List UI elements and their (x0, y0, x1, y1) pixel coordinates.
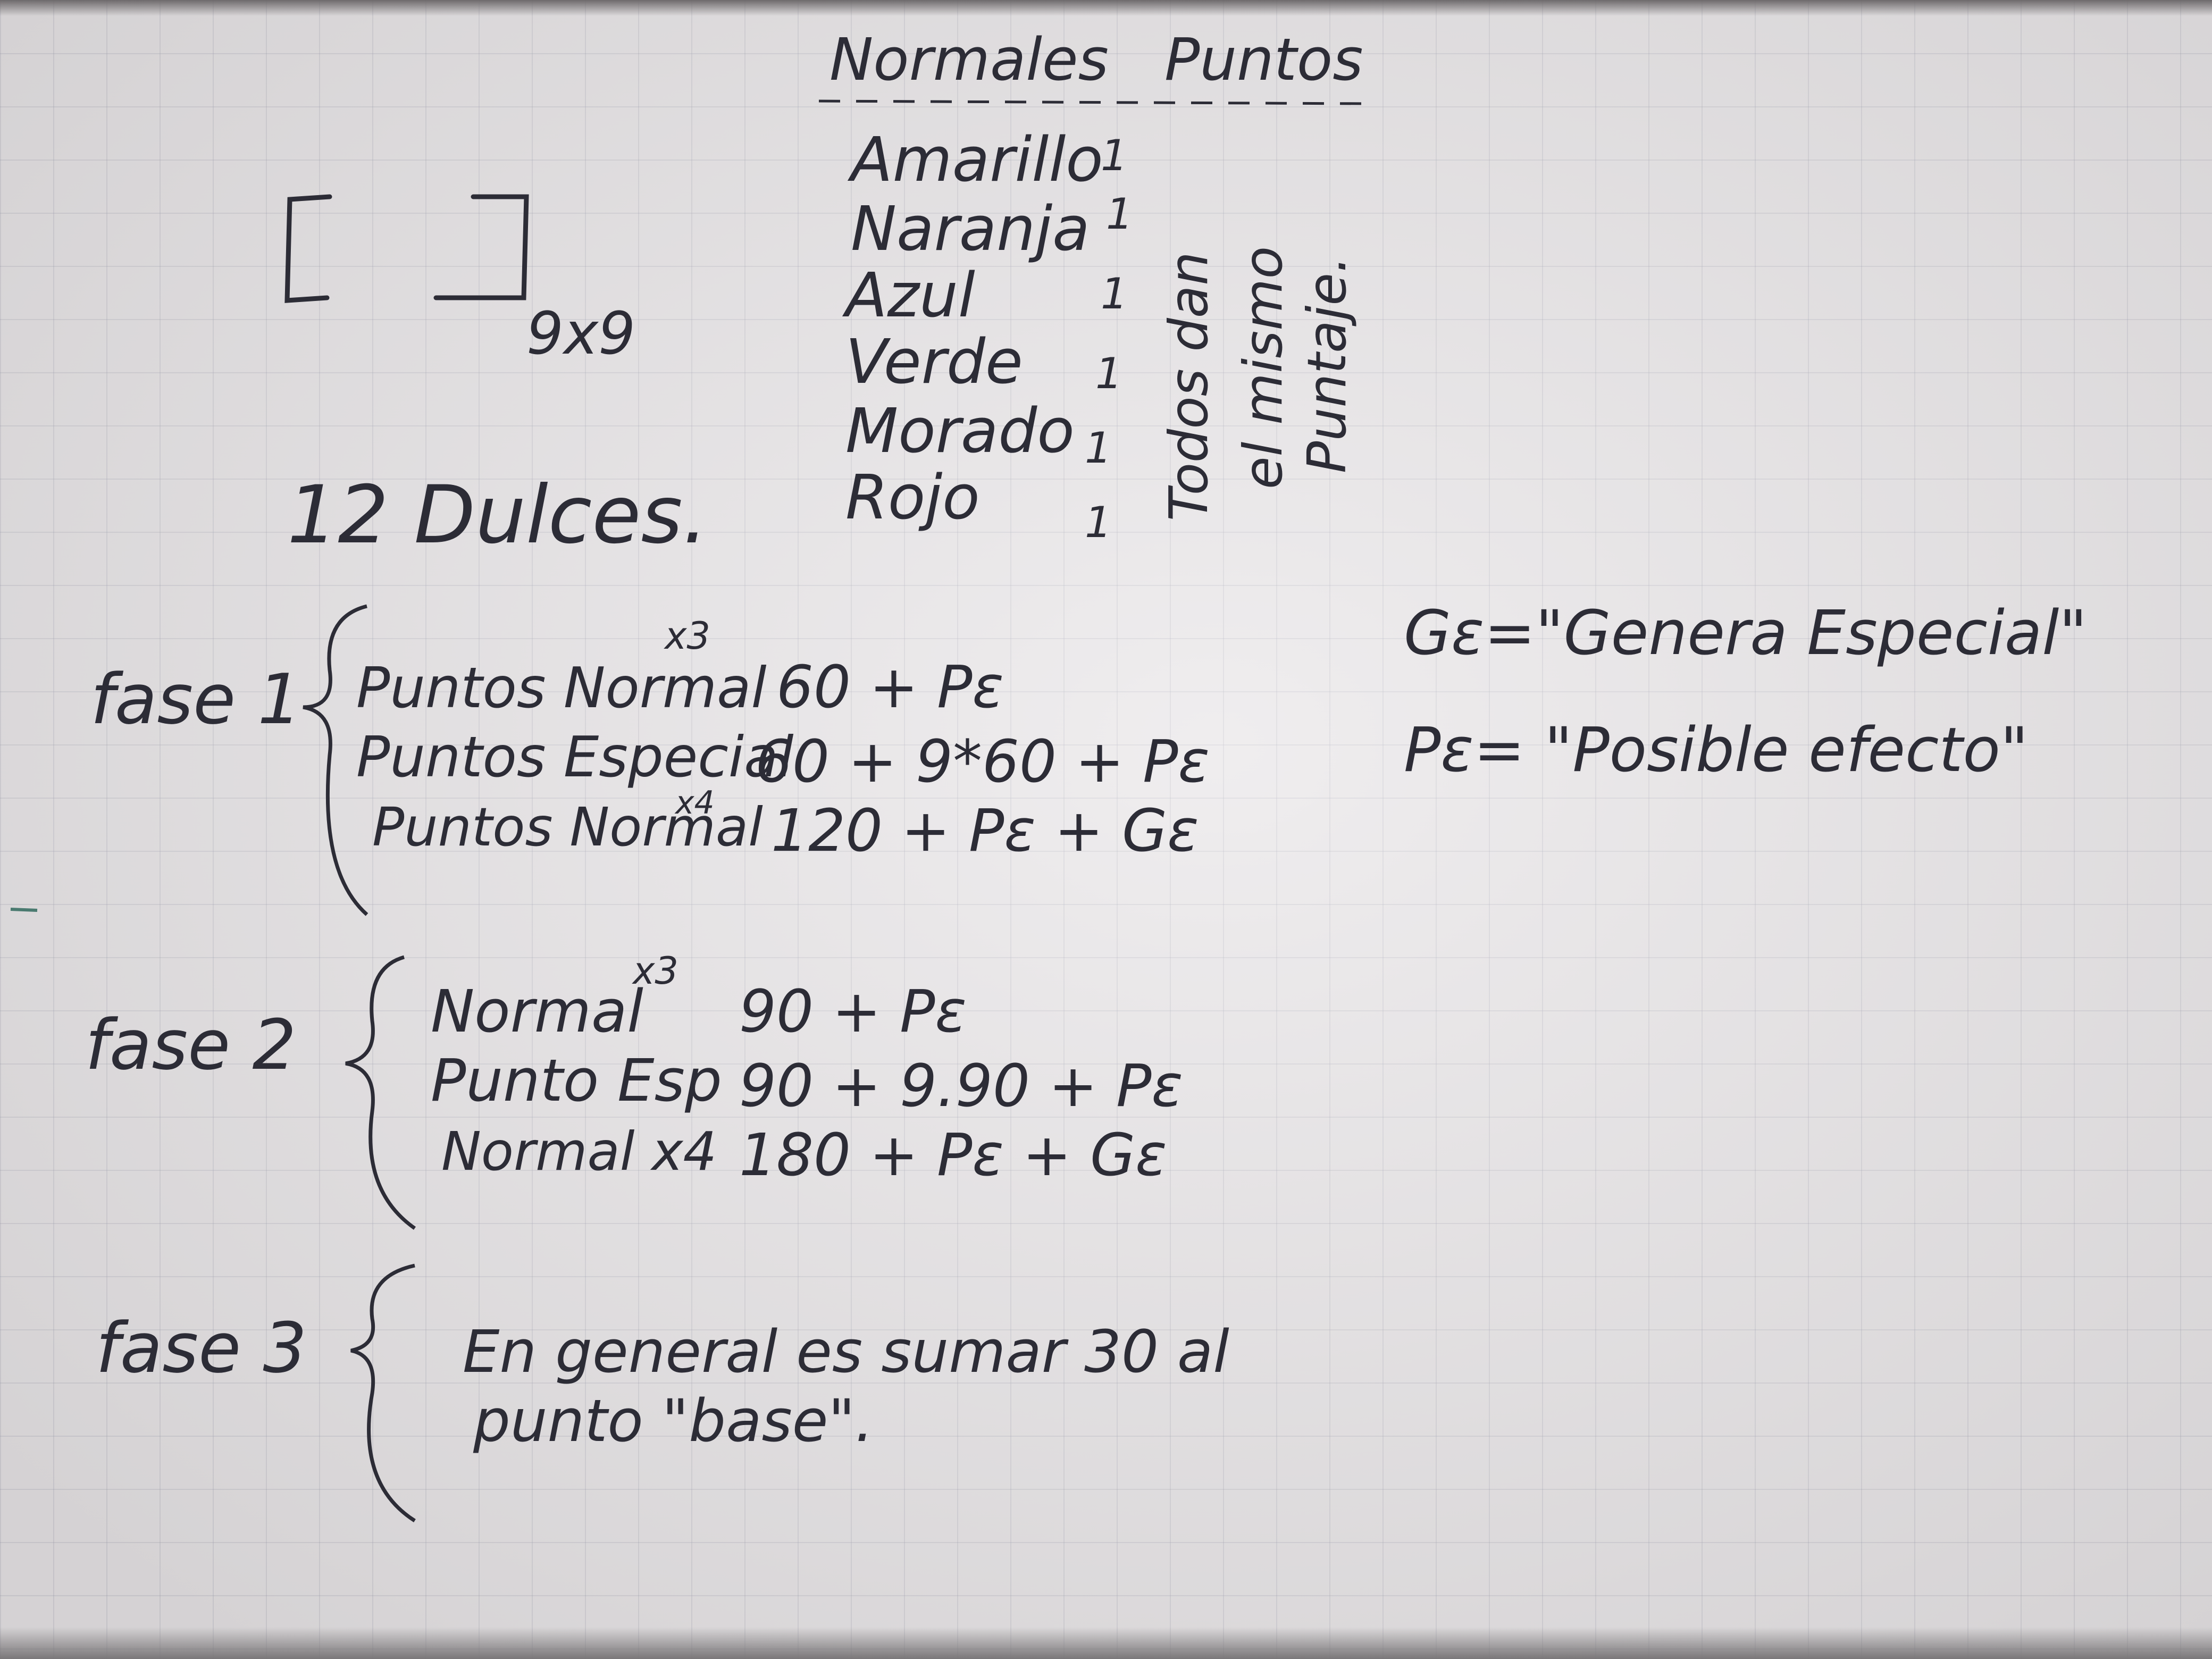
header-puntos: Puntos (1164, 26, 1363, 94)
board-bottom-frame (0, 1627, 2212, 1659)
fase-2-label: fase 2 (85, 1004, 296, 1085)
vertical-note-line3: Puntaje. (1296, 256, 1358, 473)
fase-2-row-2-name: Punto Esp (431, 1046, 722, 1115)
header-underline (818, 99, 1372, 105)
fase-2-row-1-name: Normal (431, 977, 643, 1045)
candies-count: 12 Dulces. (287, 469, 708, 562)
vertical-note: Todos dan el mismo Puntaje. (1158, 246, 1358, 521)
board-top-frame (0, 0, 2212, 16)
fase-2-row-1-sup: x3 (632, 949, 678, 993)
fase-2-row-3-formula: 180 + Pε + Gε (739, 1121, 1167, 1189)
color-item-azul: Azul (842, 260, 975, 331)
fase-3-line-1: En general es sumar 30 al (463, 1318, 1229, 1386)
fase-2-row-2-formula: 90 + 9.90 + Pε (739, 1052, 1183, 1120)
color-mark-5: 1 (1085, 423, 1112, 473)
fase-1: fase 1 Puntos Normal x3 60 + Pε Puntos E… (90, 604, 1210, 916)
fase-1-row-3-formula: 120 + Pε + Gε (771, 797, 1199, 865)
color-mark-2: 1 (1106, 189, 1133, 239)
fase-2-brace (345, 955, 416, 1230)
fase-2: fase 2 Normal x3 90 + Pε Punto Esp 90 + … (85, 949, 1183, 1230)
color-mark-1: 1 (1101, 131, 1128, 180)
color-mark-3: 1 (1101, 269, 1128, 319)
color-item-morado: Morado (845, 396, 1075, 467)
color-list: Amarillo Naranja Azul Verde Morado Rojo … (842, 124, 1133, 547)
grid-brackets: 9x9 (284, 194, 635, 367)
fase-1-row-1-name: Puntos Normal (356, 656, 767, 720)
color-item-amarillo: Amarillo (847, 124, 1103, 196)
fase-1-label: fase 1 (90, 659, 301, 740)
color-item-naranja: Naranja (851, 194, 1090, 265)
fase-3-line-2: punto "base". (473, 1387, 874, 1455)
fase-1-brace (303, 604, 368, 916)
color-mark-4: 1 (1095, 349, 1122, 398)
fase-2-row-3-name: Normal x4 (441, 1120, 717, 1183)
grid-size: 9x9 (526, 299, 635, 367)
fase-1-row-1-sup: x3 (664, 614, 710, 658)
fase-1-row-2-formula: 60 + 9*60 + Pε (755, 727, 1210, 795)
fase-3-brace (350, 1263, 416, 1522)
color-item-verde: Verde (845, 326, 1023, 398)
fase-1-row-2-name: Puntos Especial (356, 725, 794, 790)
fase-3-label: fase 3 (96, 1308, 307, 1388)
fase-1-row-3-sup: x4 (674, 784, 715, 822)
vertical-note-line2: el mismo (1232, 246, 1294, 489)
header-normales: Normales (830, 26, 1109, 94)
marker-stroke (10, 908, 38, 912)
color-item-rojo: Rojo (845, 462, 980, 533)
color-mark-6: 1 (1085, 498, 1112, 547)
vertical-note-line1: Todos dan (1158, 252, 1220, 521)
legend-pe: Pε= "Posible efecto" (1404, 715, 2029, 786)
legend-ge: Gε="Genera Especial" (1404, 598, 2087, 669)
fase-3: fase 3 En general es sumar 30 al punto "… (96, 1263, 1229, 1522)
fase-1-row-3-name: Puntos Normal (372, 796, 763, 858)
fase-1-row-1-formula: 60 + Pε (776, 653, 1004, 721)
fase-2-row-1-formula: 90 + Pε (739, 977, 967, 1045)
